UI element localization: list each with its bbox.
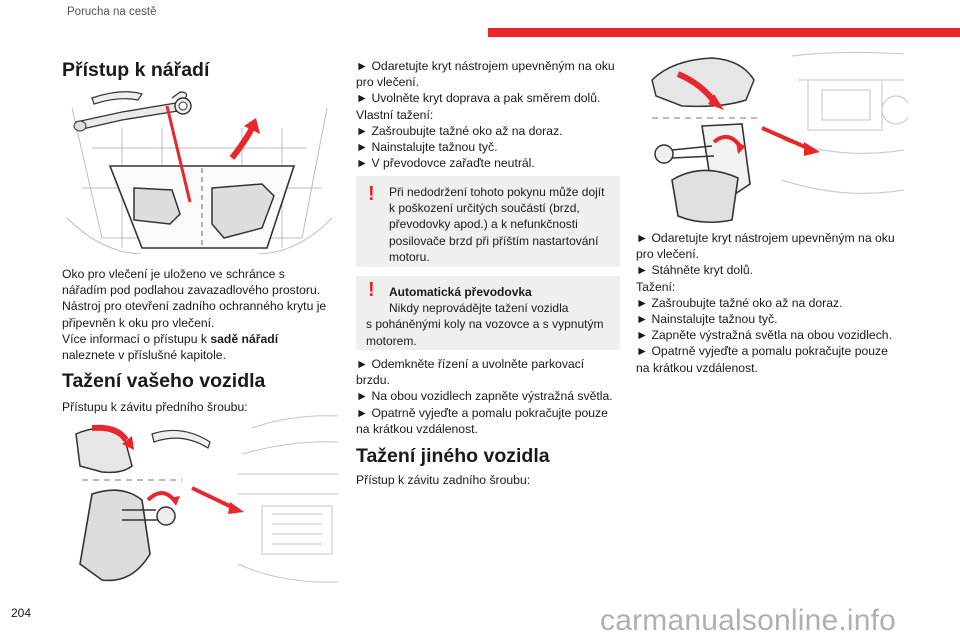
step-line: pro vlečení. xyxy=(636,247,700,262)
title-towing-another-vehicle: Tažení jiného vozidla xyxy=(356,445,550,467)
rear-tow-eye-illustration xyxy=(651,51,908,224)
step-line: ► V převodovce zařaďte neutrál. xyxy=(356,156,535,171)
step-line: Vlastní tažení: xyxy=(356,107,434,122)
text-line: naleznete v příslušné kapitole. xyxy=(62,348,226,363)
step-line: pro vlečení. xyxy=(356,75,420,90)
warning-line: Nikdy neprovádějte tažení vozidla xyxy=(389,301,569,316)
step-line: ► Uvolněte kryt doprava a pak směrem dol… xyxy=(356,91,601,106)
step-line: ► Nainstalujte tažnou tyč. xyxy=(636,312,778,327)
step-line: ► Opatrně vyjeďte a pomalu pokračujte po… xyxy=(636,344,888,359)
step-line: ► Zašroubujte tažné oko až na doraz. xyxy=(356,123,563,138)
front-tow-steps: ► Odaretujte kryt nástrojem upevněným na… xyxy=(356,58,615,171)
step-line: ► Nainstalujte tažnou tyč. xyxy=(356,140,498,155)
warning-line: posilovače brzd při příštím nastartování xyxy=(389,233,599,248)
rear-tow-steps: ► Odaretujte kryt nástrojem upevněným na… xyxy=(636,230,895,376)
step-line: ► Odaretujte kryt nástrojem upevněným na… xyxy=(356,59,615,73)
warning-line: motorem. xyxy=(366,333,417,348)
more-info-line: Více informací o přístupu k sadě nářadí xyxy=(62,331,279,346)
step-line: ► Opatrně vyjeďte a pomalu pokračujte po… xyxy=(356,405,608,420)
step-line: ► Na obou vozidlech zapněte výstražná sv… xyxy=(356,389,613,404)
warning-line: motoru. xyxy=(389,249,430,264)
front-tow-eye-illustration xyxy=(75,415,338,583)
title-tool-access: Přístup k nářadí xyxy=(62,59,210,81)
step-line: brzdu. xyxy=(356,373,390,388)
warning-line: převodovky apod.) a k nefunkčnosti xyxy=(389,217,578,232)
text-line: nářadím pod podlahou zavazadlového prost… xyxy=(62,283,321,298)
step-line: ► Stáhněte kryt dolů. xyxy=(636,263,754,278)
step-line: na krátkou vzdálenost. xyxy=(356,421,478,436)
step-line: Tažení: xyxy=(636,279,676,294)
step-line: ► Odemkněte řízení a uvolněte parkovací xyxy=(356,357,585,371)
warning-note-brakes: ! Při nedodržení tohoto pokynu může dojí… xyxy=(356,176,620,267)
warning-line: k poškození určitých součástí (brzd, xyxy=(389,201,580,216)
page-number: 204 xyxy=(11,606,32,620)
header-accent-bar xyxy=(488,28,960,37)
step-line: ► Zapněte výstražná světla na obou vozid… xyxy=(636,328,892,343)
warning-title: Automatická převodovka xyxy=(389,285,532,299)
tool-box-illustration xyxy=(66,91,333,254)
final-steps: ► Odemkněte řízení a uvolněte parkovací … xyxy=(356,356,613,437)
tool-location-paragraph: Oko pro vlečení je uloženo ve schránce s… xyxy=(62,266,326,363)
text-line: Nástroj pro otevření zadního ochranného … xyxy=(62,299,327,314)
step-line: na krátkou vzdálenost. xyxy=(636,360,758,375)
step-line: ► Odaretujte kryt nástrojem upevněným na… xyxy=(636,231,895,245)
warning-exclamation-icon: ! xyxy=(368,183,375,205)
step-line: ► Zašroubujte tažné oko až na doraz. xyxy=(636,295,843,310)
text-line: Oko pro vlečení je uloženo ve schránce s xyxy=(62,267,285,281)
section-header: Porucha na cestě xyxy=(67,6,157,18)
tool-kit-reference: sadě nářadí xyxy=(210,331,279,346)
title-towing-your-vehicle: Tažení vašeho vozidla xyxy=(62,370,266,392)
warning-note-automatic: ! Automatická převodovka Nikdy neprovádě… xyxy=(356,276,620,350)
rear-access-text: Přístup k závitu zadního šroubu: xyxy=(356,473,531,487)
warning-line: Při nedodržení tohoto pokynu může dojít xyxy=(389,185,605,199)
warning-line: s poháněnými koly na vozovce a s vypnutý… xyxy=(366,317,604,332)
text-line: připevněn k oku pro vlečení. xyxy=(62,315,215,330)
watermark: carmanualsonline.info xyxy=(600,604,897,637)
warning-exclamation-icon: ! xyxy=(368,279,375,301)
front-access-text: Přístupu k závitu předního šroubu: xyxy=(62,400,248,414)
